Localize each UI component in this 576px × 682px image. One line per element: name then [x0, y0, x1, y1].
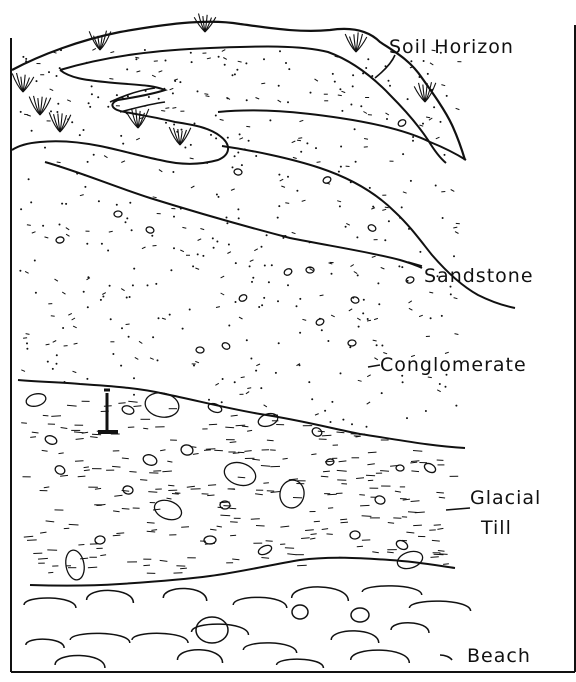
till-base-boundary	[30, 558, 455, 586]
grass-tuft-icon	[169, 127, 191, 145]
till-texture	[21, 401, 458, 573]
soil-horizon-lower-boundary	[60, 47, 446, 163]
grass-tuft-icon	[89, 31, 111, 50]
sandstone-boundary-a	[45, 162, 422, 268]
label-beach: Beach	[467, 645, 531, 667]
conglomerate-base-boundary	[18, 380, 465, 448]
grass-tuft-icon	[345, 32, 367, 52]
pebble-clasts	[25, 118, 437, 581]
label-soil-horizon: Soil Horizon	[389, 36, 514, 58]
grass-tuft-icon	[29, 96, 51, 115]
grass-tuft-icon	[49, 112, 71, 132]
label-glacial: Glacial	[470, 487, 541, 509]
grass-tuft-icon	[127, 108, 149, 128]
grass-tuft-icon	[12, 73, 34, 92]
beach-cobbles	[24, 586, 471, 668]
diagram-frame	[11, 25, 575, 672]
label-till: Till	[481, 517, 512, 539]
label-conglomerate: Conglomerate	[380, 354, 527, 376]
label-sandstone: Sandstone	[424, 265, 534, 287]
soil-lobe	[12, 70, 228, 164]
